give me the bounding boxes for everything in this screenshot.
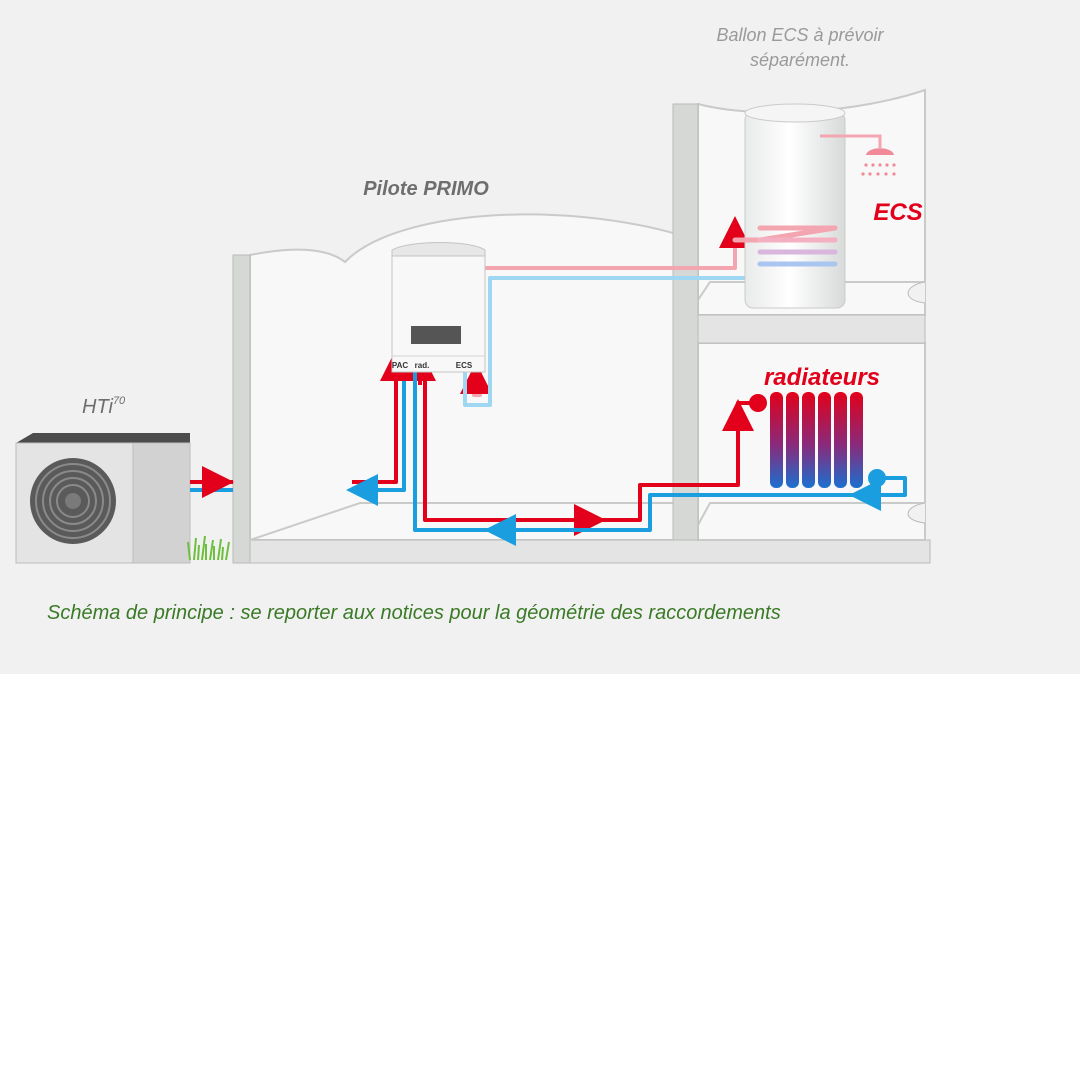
heat-pump-label: HTi70 [82, 395, 126, 418]
right-cut-bottom [907, 502, 926, 524]
grass-icon [187, 535, 230, 561]
central-wall [672, 103, 699, 541]
tank-coil [732, 225, 838, 267]
floor-slab [249, 539, 931, 564]
controller-label: Pilote PRIMO [363, 178, 489, 200]
heating-system-diagram: Ballon ECS à prévoir séparément. Pilote … [0, 0, 1080, 674]
port-ecs-label: ECS [456, 361, 473, 370]
radiator-inlet [749, 394, 767, 412]
pipes [190, 216, 907, 546]
port-rad-label: rad. [415, 361, 430, 370]
heat-pump-unit [15, 433, 191, 564]
controller-display [411, 326, 461, 344]
intermediate-floor [672, 314, 926, 344]
ecs-return-pipe [463, 276, 745, 407]
radiators-label: radiateurs [764, 364, 880, 391]
fan-icon [30, 458, 116, 544]
tank-note-line2: séparément. [750, 50, 850, 70]
heat-pump-name: HTi [82, 396, 113, 418]
radiator-return-pipe [413, 372, 907, 532]
left-wall [232, 254, 251, 564]
upper-room-floor-edge [697, 281, 925, 301]
shower-icon [861, 148, 896, 176]
hot-water-tank [732, 103, 896, 309]
caption: Schéma de principe : se reporter aux not… [47, 602, 781, 624]
tank-note-line1: Ballon ECS à prévoir [716, 25, 884, 45]
radiator-outlet [868, 469, 886, 487]
radiator [749, 392, 886, 488]
ecs-label: ECS [873, 199, 922, 226]
controller-unit [391, 242, 486, 373]
heat-pump-model: 70 [113, 395, 126, 407]
port-pac-label: PAC [392, 361, 409, 370]
right-cut-top [907, 281, 926, 304]
